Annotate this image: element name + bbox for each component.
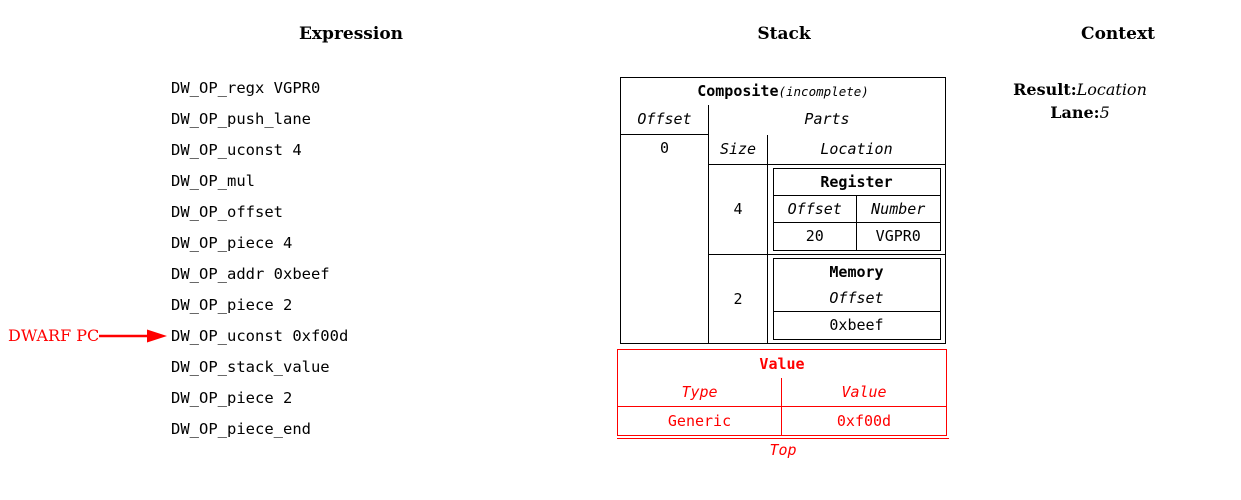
expression-line: DW_OP_piece_end	[171, 420, 311, 438]
column-header-expression: Expression	[298, 24, 404, 44]
expression-line: DW_OP_regx VGPR0	[171, 79, 321, 97]
context-list: Result:Location Lane:5	[960, 78, 1200, 124]
expression-line: DW_OP_uconst 0xf00d	[171, 327, 349, 345]
expression-list: DW_OP_regx VGPR0 DW_OP_push_lane DW_OP_u…	[171, 73, 348, 445]
dwarf-pc-pointer: DWARF PC	[8, 326, 169, 345]
value-title: Value	[759, 355, 805, 373]
expression-line: DW_OP_offset	[171, 203, 283, 221]
context-value: 5	[1099, 103, 1110, 122]
dwarf-pc-label: DWARF PC	[8, 326, 100, 345]
expression-line: DW_OP_addr 0xbeef	[171, 265, 330, 283]
value-type-cell: Generic	[617, 406, 782, 436]
composite-title-suffix: (incomplete)	[778, 84, 869, 99]
part-location-1: Memory Offset 0xbeef	[768, 254, 946, 343]
composite-location-header: Location	[767, 134, 946, 165]
column-header-stack: Stack	[757, 24, 811, 44]
composite-size-header: Size	[708, 134, 768, 165]
composite-title-text: Composite	[697, 82, 779, 100]
register-location-table: Register Offset Number 20 VGPR0	[772, 167, 941, 251]
value-value-header: Value	[781, 378, 947, 407]
register-offset-header: Offset	[773, 195, 857, 223]
arrow-right-icon	[99, 329, 168, 342]
stack-diagram: Composite(incomplete) Offset Parts 0 Siz…	[620, 77, 946, 344]
context-entry-result: Result:Location	[960, 78, 1200, 101]
register-offset-value: 20	[773, 222, 857, 250]
memory-location-table: Memory Offset 0xbeef	[772, 257, 941, 340]
value-stack-entry: Value Type Value Generic 0xf00d Top	[617, 349, 949, 461]
expression-line: DW_OP_mul	[171, 172, 255, 190]
context-key: Lane:	[1050, 103, 1100, 122]
value-table: Value Type Value Generic 0xf00d	[617, 349, 947, 436]
composite-title: Composite(incomplete)	[621, 78, 946, 106]
expression-line: DW_OP_piece 4	[171, 234, 293, 252]
part-size-1: 2	[708, 254, 768, 343]
column-header-context: Context	[1081, 24, 1155, 44]
composite-table: Composite(incomplete) Offset Parts 0 Siz…	[620, 77, 946, 344]
expression-line: DW_OP_piece 2	[171, 296, 293, 314]
memory-offset-value: 0xbeef	[829, 315, 884, 334]
register-title: Register	[773, 168, 940, 196]
memory-offset-header: Offset	[773, 284, 940, 312]
stack-top-label: Top	[769, 441, 797, 459]
expression-line-current: DW_OP_stack_value	[171, 358, 330, 376]
value-type-header: Type	[617, 378, 782, 407]
context-value: Location	[1076, 80, 1147, 99]
register-number-value: VGPR0	[875, 226, 921, 245]
expression-line: DW_OP_push_lane	[171, 110, 311, 128]
part-size-0: 4	[708, 164, 768, 255]
composite-parts-header: Parts	[804, 110, 850, 129]
value-value-cell: 0xf00d	[836, 412, 892, 430]
composite-offset-value: 0	[620, 134, 709, 343]
composite-offset-header: Offset	[620, 105, 709, 135]
expression-line: DW_OP_uconst 4	[171, 141, 302, 159]
context-entry-lane: Lane:5	[960, 101, 1200, 124]
part-location-0: Register Offset Number 20 VGPR0	[767, 164, 946, 255]
expression-line: DW_OP_piece 2	[171, 389, 293, 407]
stack-top-divider	[617, 438, 949, 439]
register-number-header: Number	[856, 195, 940, 223]
memory-title: Memory	[829, 262, 884, 281]
context-key: Result:	[1013, 80, 1077, 99]
